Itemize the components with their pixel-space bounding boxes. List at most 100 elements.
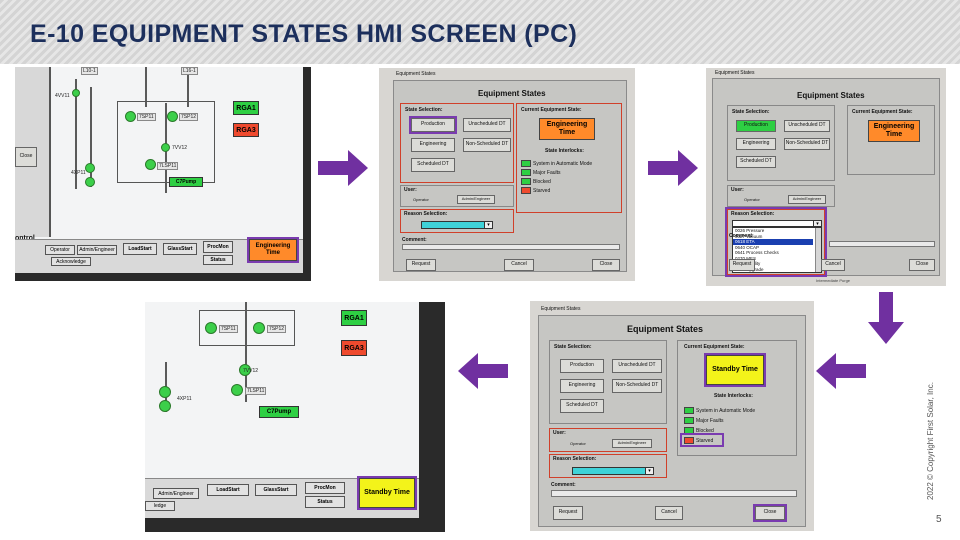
request-button[interactable]: Request (729, 259, 755, 271)
reason-panel: Reason Selection: ▾ 0026 Pressure 0027 V… (725, 207, 827, 277)
state-selection-label: State Selection: (405, 107, 443, 113)
list-scrollbar[interactable] (815, 228, 821, 272)
tab-procmon[interactable]: ProcMon (203, 241, 233, 253)
acknowledge-button[interactable]: Acknowledge (51, 257, 91, 266)
engineering-button[interactable]: Engineering (736, 138, 776, 150)
close-button[interactable]: Close (15, 147, 37, 167)
interlock-label: System in Automatic Mode (533, 161, 593, 167)
tab-status[interactable]: Status (203, 255, 233, 265)
tab-loadstart[interactable]: LoadStart (207, 484, 249, 496)
admin-engineer-button[interactable]: Admin/Engineer (77, 245, 117, 255)
page-number: 5 (936, 514, 942, 525)
cancel-button[interactable]: Cancel (504, 259, 534, 271)
tag-label: 7VV12 (243, 368, 259, 374)
comment-field[interactable] (551, 490, 797, 497)
unscheduled-dt-button[interactable]: Unscheduled DT (612, 359, 662, 373)
c7pump-button[interactable]: C7Pump (169, 177, 203, 187)
valve-icon[interactable] (239, 364, 251, 376)
cancel-button[interactable]: Cancel (821, 259, 845, 271)
admin-engineer-button[interactable]: Admin/Engineer (457, 195, 495, 204)
chevron-down-icon[interactable]: ▾ (645, 468, 653, 474)
rga3-indicator: RGA3 (341, 340, 367, 356)
request-button[interactable]: Request (553, 506, 583, 520)
cancel-button[interactable]: Cancel (655, 506, 683, 520)
non-scheduled-dt-button[interactable]: Non-Scheduled DT (463, 138, 511, 152)
comment-field[interactable] (402, 244, 620, 250)
operator-button[interactable]: Operator (45, 245, 75, 255)
pump-icon[interactable] (85, 163, 95, 173)
dialog-heading: Equipment States (627, 324, 704, 334)
scheduled-dt-button[interactable]: Scheduled DT (736, 156, 776, 168)
interlock-indicator (684, 427, 694, 434)
comment-label: Comment: (551, 482, 576, 488)
pump-icon[interactable] (231, 384, 243, 396)
state-selection-label: State Selection: (554, 344, 592, 350)
tag-label: 4XP11 (177, 396, 192, 402)
admin-engineer-button[interactable]: Admin/Engineer (612, 439, 652, 448)
state-selection-panel: State Selection: Production Unscheduled … (727, 105, 835, 181)
admin-engineer-button[interactable]: Admin/Engineer (788, 195, 826, 204)
rga1-indicator: RGA1 (341, 310, 367, 326)
reason-dropdown[interactable]: ▾ (421, 221, 493, 229)
pump-icon[interactable] (205, 322, 217, 334)
tag-label: 7SP11 (137, 113, 156, 121)
pump-icon[interactable] (85, 177, 95, 187)
pump-icon[interactable] (159, 400, 171, 412)
pipe (245, 302, 247, 402)
current-state-panel: Current Equipment State: Standby Time St… (677, 340, 797, 456)
unscheduled-dt-button[interactable]: Unscheduled DT (463, 118, 511, 132)
reason-option[interactable]: 0640 OCAP (735, 244, 760, 250)
close-button[interactable]: Close (592, 259, 620, 271)
reason-option[interactable]: 0026 Pressure (735, 228, 765, 233)
engineering-button[interactable]: Engineering (560, 379, 604, 393)
pump-icon[interactable] (167, 111, 178, 122)
pipe (145, 67, 147, 107)
chevron-down-icon[interactable]: ▾ (484, 222, 492, 228)
scheduled-dt-button[interactable]: Scheduled DT (411, 158, 455, 172)
production-button[interactable]: Production (409, 116, 457, 134)
unscheduled-dt-button[interactable]: Unscheduled DT (784, 120, 830, 132)
photo-dialog-reason: Equipment States Equipment States State … (706, 68, 946, 286)
tab-loadstart[interactable]: LoadStart (123, 243, 157, 255)
reason-option[interactable]: 0027 Vacuum (735, 233, 763, 239)
request-button[interactable]: Request (406, 259, 436, 271)
tab-glassstart[interactable]: GlassStart (163, 243, 197, 255)
engineering-time-indicator: Engineering Time (247, 237, 299, 263)
scheduled-dt-button[interactable]: Scheduled DT (560, 399, 604, 413)
tab-glassstart[interactable]: GlassStart (255, 484, 297, 496)
acknowledge-button[interactable]: ledge (145, 501, 175, 511)
admin-engineer-button[interactable]: Admin/Engineer (153, 488, 199, 499)
chevron-down-icon[interactable]: ▾ (813, 221, 821, 227)
close-button[interactable]: Close (753, 504, 787, 522)
photo-dialog-production: Equipment States Equipment States State … (379, 68, 635, 281)
production-button[interactable]: Production (560, 359, 604, 373)
tab-procmon[interactable]: ProcMon (305, 482, 345, 494)
tab-status[interactable]: Status (305, 496, 345, 508)
close-button[interactable]: Close (909, 259, 935, 271)
window-title: Equipment States (541, 306, 581, 312)
pump-icon[interactable] (253, 322, 265, 334)
non-scheduled-dt-button[interactable]: Non-Scheduled DT (784, 138, 830, 150)
pump-icon[interactable] (159, 386, 171, 398)
interlock-indicator (684, 437, 694, 444)
valve-icon[interactable] (161, 143, 170, 152)
pump-icon[interactable] (145, 159, 156, 170)
pump-icon[interactable] (125, 111, 136, 122)
engineering-button[interactable]: Engineering (411, 138, 455, 152)
user-panel: User: Operator Admin/Engineer (400, 185, 514, 207)
valve-icon[interactable] (72, 89, 80, 97)
arrow-right-icon (648, 150, 698, 186)
interlock-indicator (521, 187, 531, 194)
reason-dropdown[interactable]: ▾ (572, 467, 654, 475)
reason-option-selected[interactable]: 0618 ETA (735, 239, 755, 244)
pipe (90, 87, 92, 187)
non-scheduled-dt-button[interactable]: Non-Scheduled DT (612, 379, 662, 393)
equipment-states-window: Equipment States Equipment States State … (712, 70, 940, 277)
reason-option[interactable]: 0641 Process Checks (735, 250, 779, 255)
comment-field[interactable] (829, 241, 935, 247)
reason-dropdown[interactable]: ▾ (732, 220, 822, 227)
c7pump-button[interactable]: C7Pump (259, 406, 299, 418)
equipment-states-window: Equipment States Equipment States State … (538, 306, 806, 527)
reason-option[interactable]: 0270 MES (735, 255, 757, 261)
production-button[interactable]: Production (736, 120, 776, 132)
